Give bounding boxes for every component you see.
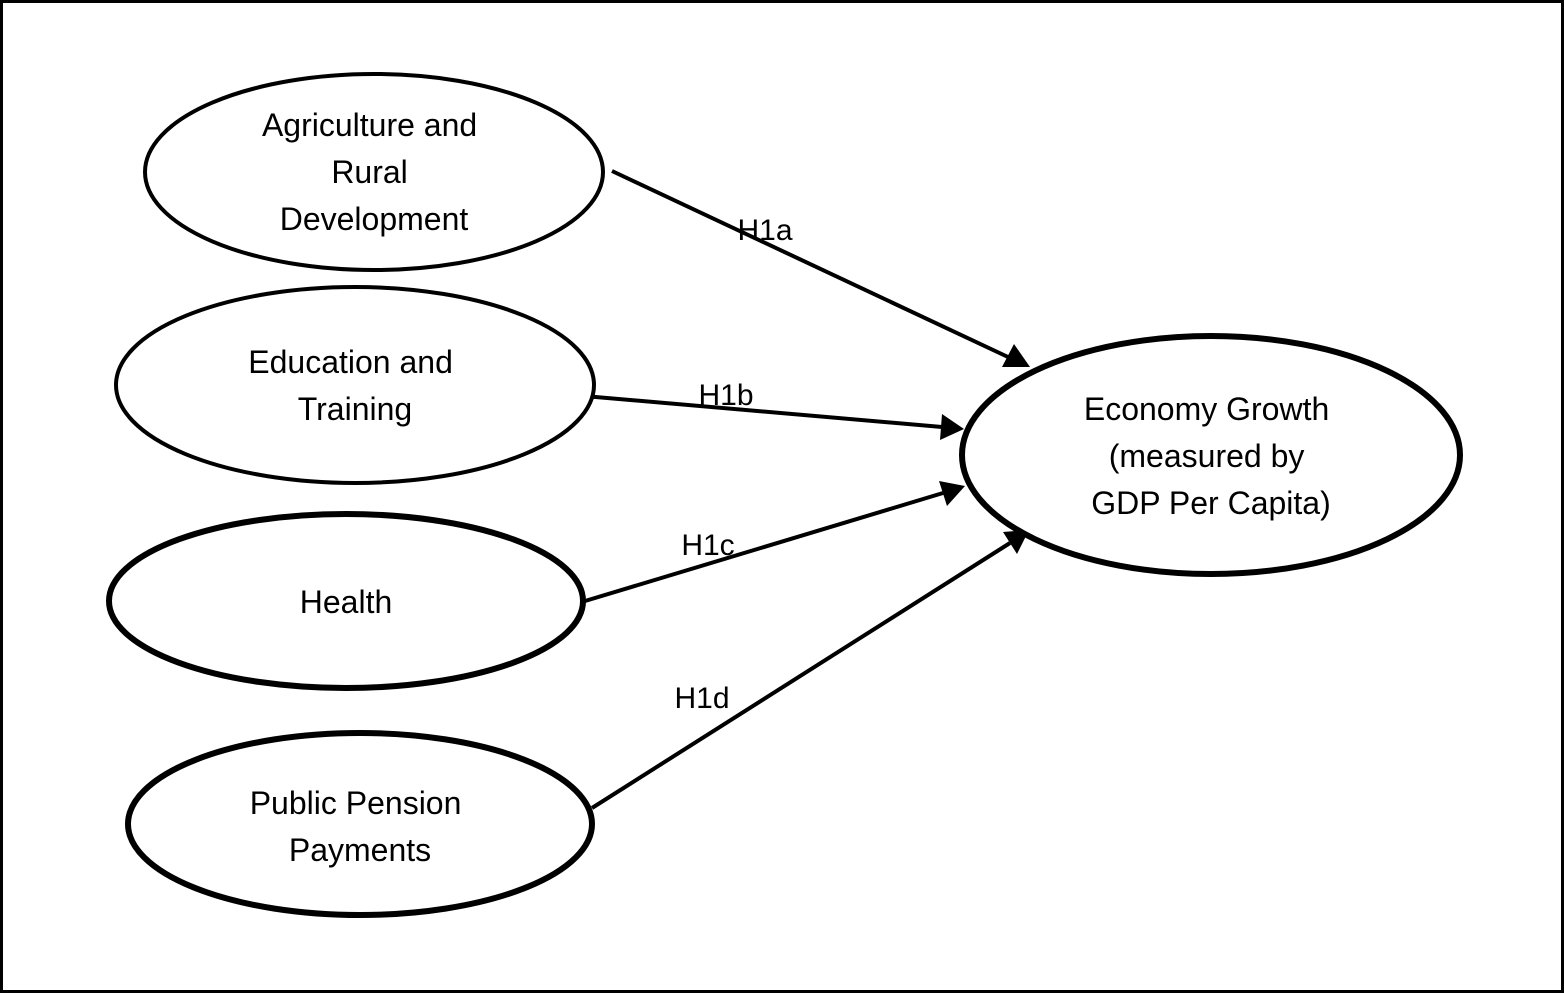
node-economy-growth-line-3: GDP Per Capita) — [1091, 485, 1331, 521]
node-economy-growth-label: Economy Growth (measured by GDP Per Capi… — [1084, 391, 1338, 521]
node-pension-line-1: Public Pension — [250, 785, 462, 821]
node-economy-growth-ellipse — [959, 333, 1463, 577]
edge-h1c-label: H1c — [681, 529, 734, 562]
edge-h1a-label: H1a — [737, 214, 792, 247]
edge-h1a-arrowhead — [1002, 344, 1030, 367]
edge-h1b: H1b — [583, 379, 964, 440]
node-pension-line-2: Payments — [289, 832, 431, 868]
node-health-line-1: Health — [300, 584, 393, 620]
edge-h1b-line — [583, 394, 943, 429]
edge-h1c-arrowhead — [939, 481, 965, 506]
node-agriculture-line-1: Agriculture and — [262, 107, 477, 143]
node-agriculture: Agriculture and Rural Development — [143, 72, 605, 272]
node-health-label: Health — [300, 584, 393, 620]
node-education-ellipse — [114, 285, 596, 485]
node-education-line-1: Education and — [248, 344, 453, 380]
node-education-line-2: Training — [298, 391, 412, 427]
node-agriculture-line-2: Rural — [331, 154, 407, 190]
edge-h1b-label: H1b — [698, 379, 753, 412]
edge-h1a-line — [611, 169, 1009, 359]
node-education: Education and Training — [114, 285, 596, 485]
node-health: Health — [106, 511, 586, 691]
edge-h1c-line — [584, 491, 944, 603]
node-economy-growth-line-1: Economy Growth — [1084, 391, 1329, 427]
node-economy-growth-line-2: (measured by — [1109, 438, 1305, 474]
edge-h1d-line — [590, 541, 1012, 810]
node-agriculture-line-3: Development — [280, 201, 469, 237]
node-economy-growth: Economy Growth (measured by GDP Per Capi… — [959, 333, 1463, 577]
node-education-label: Education and Training — [248, 344, 462, 427]
node-pension: Public Pension Payments — [125, 730, 595, 918]
node-health-ellipse — [106, 511, 586, 691]
edge-h1c: H1c — [584, 481, 965, 603]
edge-h1d-label: H1d — [674, 682, 729, 715]
node-agriculture-label: Agriculture and Rural Development — [262, 107, 486, 237]
node-pension-label: Public Pension Payments — [250, 785, 471, 868]
node-pension-ellipse — [125, 730, 595, 918]
edge-h1a: H1a — [611, 169, 1030, 367]
edge-h1b-arrowhead — [940, 414, 964, 440]
node-agriculture-ellipse — [143, 72, 605, 272]
